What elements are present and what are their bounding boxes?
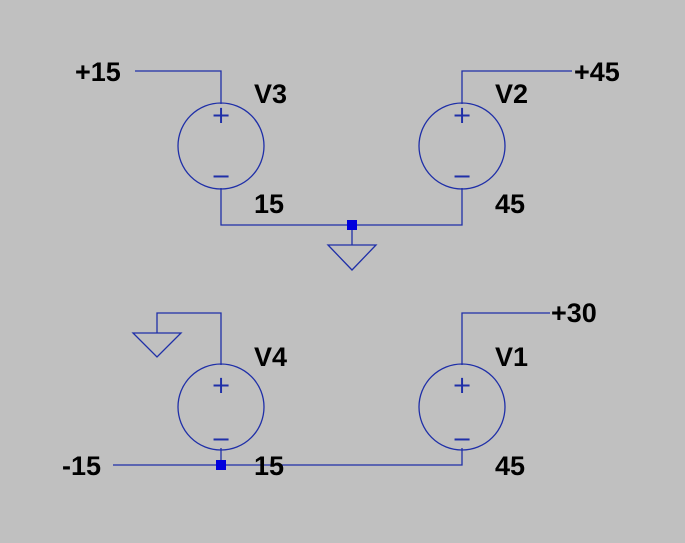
net-label-plus45: +45: [574, 57, 620, 87]
wire-v4-top: [156, 312, 222, 365]
wire-v3-top: [135, 70, 222, 104]
source-body: [177, 102, 265, 190]
plus-symbol: +: [452, 371, 472, 399]
net-label-minus15: -15: [62, 451, 101, 481]
source-body: [177, 363, 265, 451]
junction-bottom: [216, 460, 226, 470]
ground-symbol-left: [131, 332, 183, 358]
wires: [113, 70, 572, 466]
wire-v1-top: [461, 312, 550, 365]
source-name-v1: V1: [495, 342, 528, 372]
voltage-source-v1: + −: [418, 363, 506, 453]
source-body: [418, 363, 506, 451]
wire-v3-v2-bottom: [220, 188, 463, 226]
voltage-source-v2: + −: [418, 101, 506, 190]
source-value-v4: 15: [254, 451, 284, 481]
ground-symbol-top: [326, 244, 378, 271]
plus-symbol: +: [211, 371, 231, 399]
source-value-v2: 45: [495, 189, 525, 219]
net-label-plus15: +15: [75, 57, 121, 87]
net-label-plus30: +30: [551, 298, 597, 328]
voltage-source-v3: + −: [177, 101, 265, 190]
wire-v2-top: [461, 70, 572, 104]
source-name-v3: V3: [254, 79, 287, 109]
minus-symbol: −: [211, 425, 231, 453]
plus-symbol: +: [211, 101, 231, 129]
voltage-source-v4: + −: [177, 363, 265, 453]
source-body: [418, 102, 506, 190]
source-name-v2: V2: [495, 79, 528, 109]
minus-symbol: −: [211, 162, 231, 190]
minus-symbol: −: [452, 162, 472, 190]
minus-symbol: −: [452, 425, 472, 453]
source-value-v3: 15: [254, 189, 284, 219]
source-name-v4: V4: [254, 342, 287, 372]
source-value-v1: 45: [495, 451, 525, 481]
plus-symbol: +: [452, 101, 472, 129]
wire-bottom-rail: [113, 448, 463, 466]
junction-top: [347, 220, 357, 230]
